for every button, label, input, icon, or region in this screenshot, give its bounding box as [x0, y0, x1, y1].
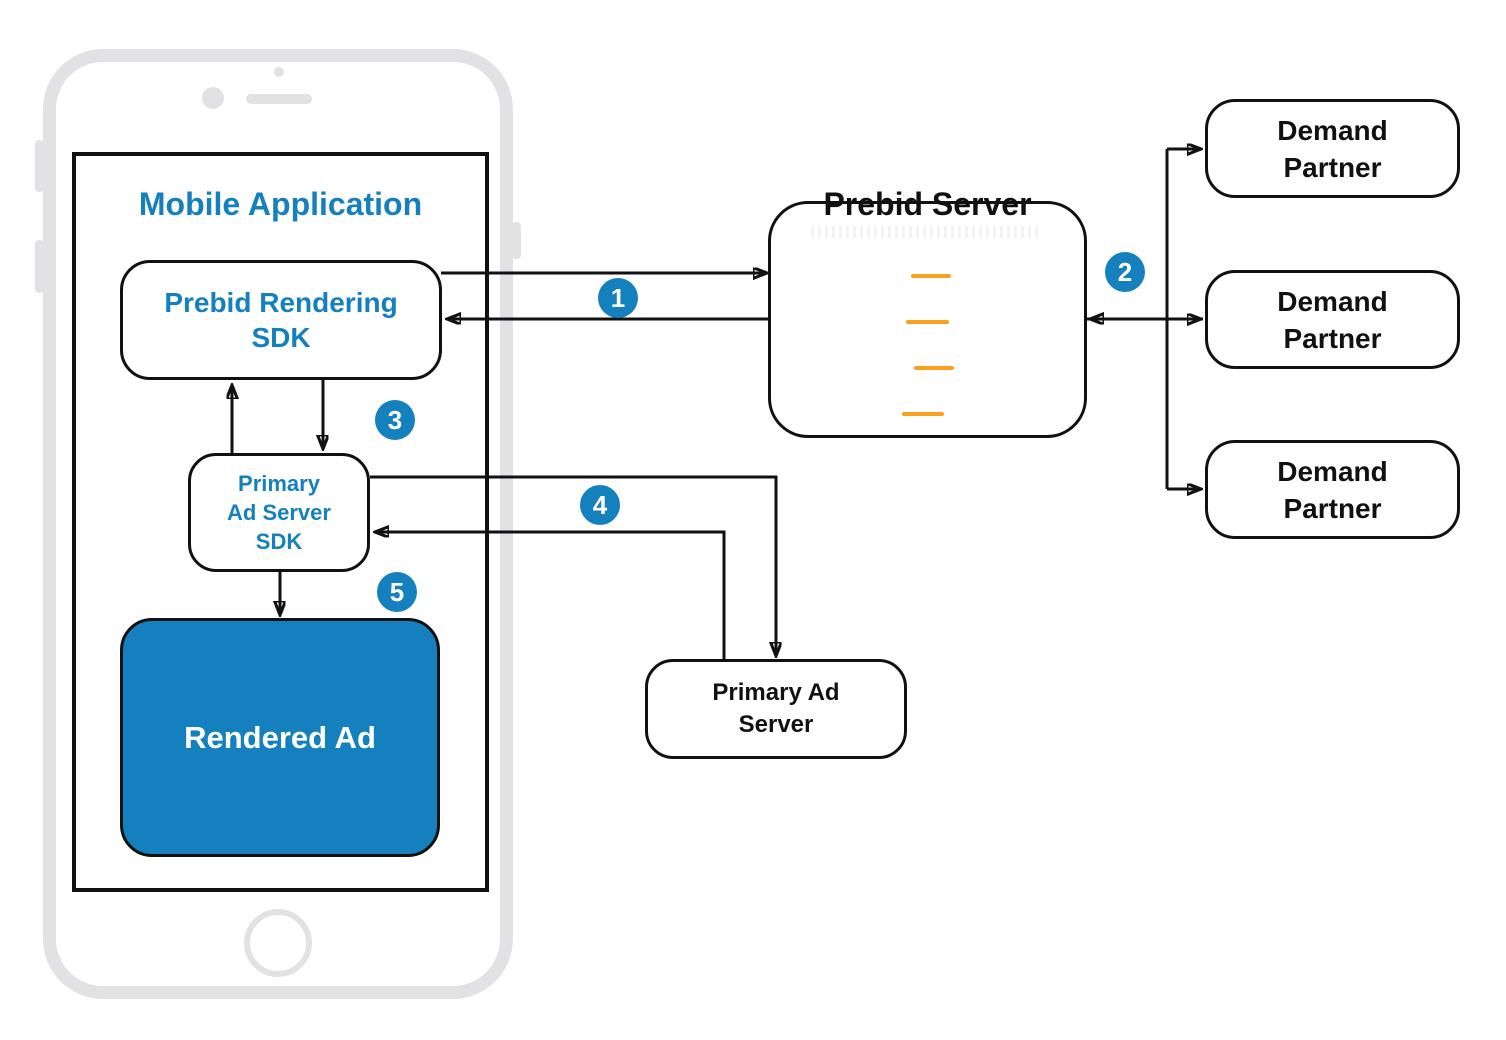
prebid-logo-icon	[893, 237, 963, 453]
node-prebid-rendering-sdk-label: Prebid Rendering SDK	[164, 287, 398, 353]
step-badge-5: 5	[377, 572, 417, 612]
node-rendered-ad-label: Rendered Ad	[184, 719, 376, 755]
node-prebid-server: Prebid Server	[768, 186, 1087, 438]
node-demand-partner: Demand Partner	[1205, 99, 1460, 198]
phone-side-button-mute	[35, 140, 44, 192]
step-badge-2: 2	[1105, 252, 1145, 292]
phone-sensor-dot	[274, 67, 284, 77]
prebid-server-watermark	[811, 226, 1042, 238]
node-primary-ad-server-sdk: Primary Ad Server SDK	[188, 453, 370, 572]
node-demand-partner-label: Demand Partner	[1277, 285, 1388, 354]
mobile-app-title: Mobile Application	[138, 186, 423, 222]
node-rendered-ad: Rendered Ad	[120, 618, 440, 857]
step-badge-4: 4	[580, 485, 620, 525]
node-primary-ad-server: Primary Ad Server	[645, 659, 907, 759]
node-demand-partner: Demand Partner	[1205, 270, 1460, 369]
step-badge-3: 3	[375, 400, 415, 440]
step-badge-1: 1	[598, 278, 638, 318]
phone-home-button	[244, 909, 312, 977]
node-demand-partner: Demand Partner	[1205, 440, 1460, 539]
node-demand-partner-label: Demand Partner	[1277, 455, 1388, 524]
node-primary-ad-server-sdk-label: Primary Ad Server SDK	[227, 471, 331, 554]
node-primary-ad-server-label: Primary Ad Server	[712, 679, 840, 738]
node-prebid-rendering-sdk: Prebid Rendering SDK	[120, 260, 442, 380]
phone-speaker	[246, 94, 312, 104]
phone-side-button-power	[512, 222, 521, 259]
phone-camera	[202, 87, 224, 109]
node-demand-partner-label: Demand Partner	[1277, 114, 1388, 183]
phone-side-button-volume	[35, 240, 44, 293]
node-prebid-server-label: Prebid Server	[823, 186, 1032, 222]
